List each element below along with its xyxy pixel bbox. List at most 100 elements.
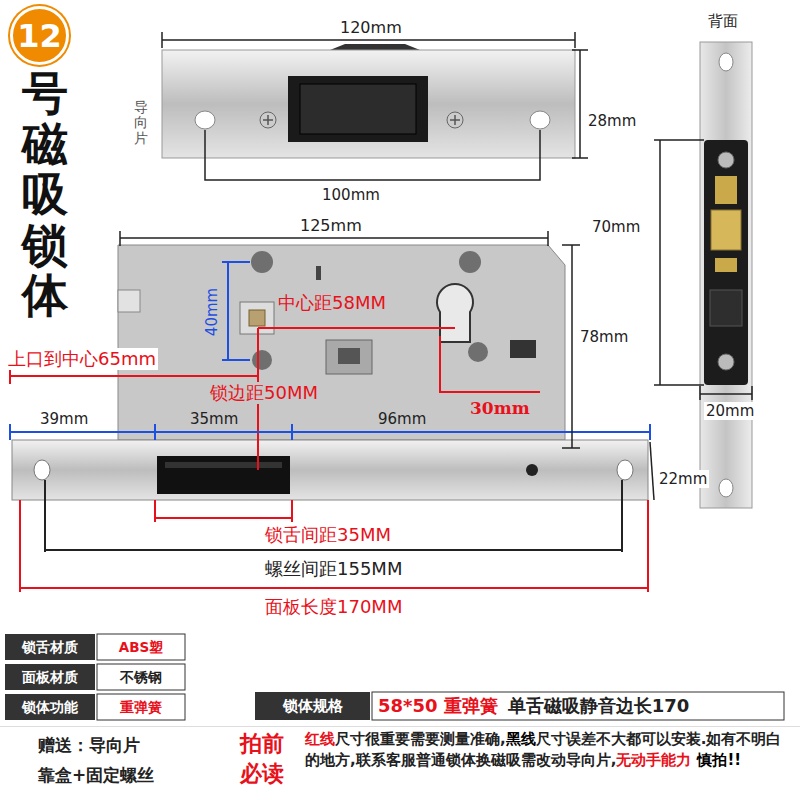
view-name: 背面 [708, 12, 738, 30]
guide-plate [162, 50, 575, 158]
warning-heading: 必读 [240, 761, 284, 787]
dimension-line [562, 245, 580, 448]
dimension: 35mm [190, 410, 238, 428]
dimension: 120mm [340, 18, 402, 37]
dimension-line [155, 500, 292, 522]
plate-tab [330, 44, 420, 50]
latch-window [326, 340, 372, 374]
body-hole [468, 342, 488, 362]
latch-tongue [157, 456, 290, 494]
dimension-line [440, 336, 540, 392]
plate-hole [288, 76, 428, 142]
dimension-line [222, 262, 250, 360]
notice-text: 红线 [305, 730, 335, 748]
nut [718, 354, 734, 370]
dimension: 78mm [580, 328, 628, 346]
table-cell [5, 664, 95, 690]
body-hole [252, 350, 272, 370]
notice-text: 慎拍!! [697, 751, 741, 769]
spec-value: 单舌磁吸静音边长170 [508, 695, 690, 716]
dimension: 20mm [704, 402, 756, 420]
brass-part [715, 176, 737, 204]
table-cell [97, 634, 185, 660]
dimension: 锁舌间距35MM [265, 524, 391, 546]
screw-slot [263, 115, 273, 125]
dimension-line [10, 424, 650, 440]
notice-text: 无动手能力 [616, 751, 691, 769]
body-slot [316, 266, 321, 280]
spindle-square [249, 310, 265, 326]
gift-note: 赠送：导向片 [38, 735, 140, 755]
table-cell: 不锈钢 [97, 664, 185, 690]
vertical-title: 号磁吸锁体 [22, 68, 68, 321]
screw-hole [530, 111, 550, 129]
screw-hole [617, 460, 633, 480]
dimension: 125mm [300, 216, 362, 235]
table-cell: ABS塑 [97, 634, 185, 660]
screw-hole [195, 111, 215, 129]
brass-magnet [711, 210, 741, 250]
dimension: 螺丝间距155MM [265, 558, 402, 580]
screw-slot [450, 115, 460, 125]
table-cell: 面板材质 [5, 664, 95, 690]
latch-part [338, 348, 360, 364]
body-part [510, 340, 536, 358]
dimension: 28mm [588, 112, 636, 130]
spec-header [255, 692, 370, 720]
nut [718, 152, 734, 168]
number-badge: 12 [10, 6, 69, 65]
dimension-line [45, 480, 622, 552]
separator [0, 726, 800, 727]
spec-header: 锁体规格 [255, 692, 370, 720]
magnet-mechanism [704, 140, 748, 385]
dimension-line [205, 130, 540, 180]
table-cell: 重弹簧 [97, 694, 185, 720]
gift-note: 靠盒+固定螺丝 [38, 765, 154, 785]
table-cell: 锁体功能 [5, 694, 95, 720]
dimension: 30mm [470, 398, 530, 418]
dimension: 中心距58MM [278, 292, 386, 314]
screw-hole [719, 53, 733, 71]
screw-hole [719, 479, 733, 497]
lock-body [118, 245, 565, 440]
back-plate [700, 42, 752, 508]
table-cell: 锁舌材质 [5, 634, 95, 660]
faceplate-hole [526, 464, 538, 476]
badge-number: 12 [17, 17, 62, 55]
brass-part [715, 258, 737, 272]
table-cell [97, 664, 185, 690]
table-cell [97, 694, 185, 720]
spec-value-box [372, 692, 784, 720]
part-name: 导向片 [134, 100, 148, 146]
warning-heading: 拍前 [240, 731, 284, 757]
dimension-line [654, 140, 704, 385]
dimension-line [700, 386, 752, 400]
spec-value: 58*50 重弹簧单舌磁吸静音边长170 [378, 694, 780, 718]
body-notch [118, 290, 140, 312]
dimension-line [650, 442, 654, 500]
dimension: 22mm [657, 470, 709, 488]
notice-text: 尺寸很重要需要测量准确, [335, 730, 506, 748]
dimension: 39mm [40, 410, 88, 428]
body-hole [459, 251, 481, 273]
body-hole [251, 251, 273, 273]
dimension: 96mm [378, 410, 426, 428]
dimension-line [572, 50, 588, 158]
housing-part [710, 290, 742, 326]
dimension: 锁边距50MM [208, 382, 320, 404]
dimension-line [258, 327, 455, 329]
tongue-highlight [165, 462, 282, 468]
dimension: 面板长度170MM [265, 596, 402, 618]
spec-value: 58*50 重弹簧 [378, 695, 498, 716]
plate-hole-inner [300, 84, 416, 134]
dimension-line [20, 500, 648, 592]
notice-text: 黑线 [506, 730, 536, 748]
table-cell [5, 694, 95, 720]
faceplate [12, 440, 648, 500]
dimension: 上口到中心65mm [6, 348, 158, 370]
screw [260, 112, 276, 128]
table-cell [5, 634, 95, 660]
dimension: 40mm [203, 288, 221, 336]
screw [447, 112, 463, 128]
